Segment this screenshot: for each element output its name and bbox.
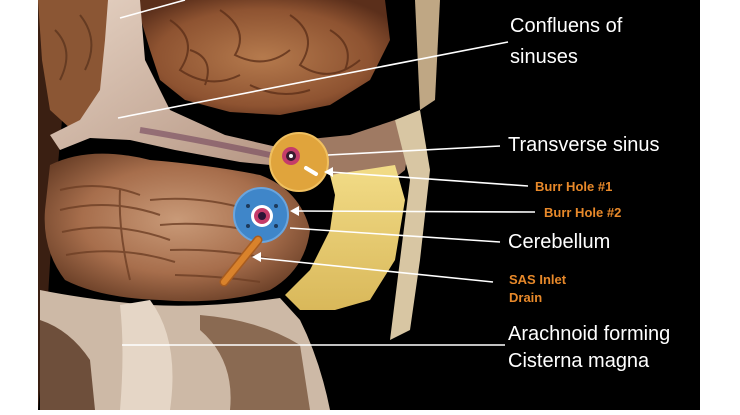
- label-sas-inlet-line2: Drain: [509, 290, 543, 305]
- pointer-arrowheads: [252, 167, 333, 262]
- label-confluens-line2: sinuses: [510, 46, 578, 68]
- label-burr-hole-1: Burr Hole #1: [535, 179, 613, 194]
- sas-inlet-drain-tube: [219, 235, 263, 287]
- cerebrum-gyri: [169, 9, 361, 95]
- right-bone: [390, 110, 430, 340]
- yellow-tissue: [285, 165, 405, 310]
- label-sas-inlet-line1: SAS Inlet: [509, 272, 567, 287]
- burr-hole-1-marker: [269, 132, 329, 192]
- dura-falx: [50, 0, 300, 168]
- label-arachnoid-line1: Arachnoid forming: [508, 323, 671, 345]
- label-transverse-sinus: Transverse sinus: [508, 134, 660, 156]
- cerebrum: [135, 0, 390, 115]
- burr-hole-2-marker: [233, 187, 289, 243]
- label-burr-hole-2: Burr Hole #2: [544, 205, 622, 220]
- label-arachnoid-line2: Cisterna magna: [508, 350, 650, 372]
- label-pointer-lines: [117, 0, 536, 346]
- label-cerebellum: Cerebellum: [508, 231, 611, 253]
- label-confluens-line1: Confluens of: [510, 15, 623, 37]
